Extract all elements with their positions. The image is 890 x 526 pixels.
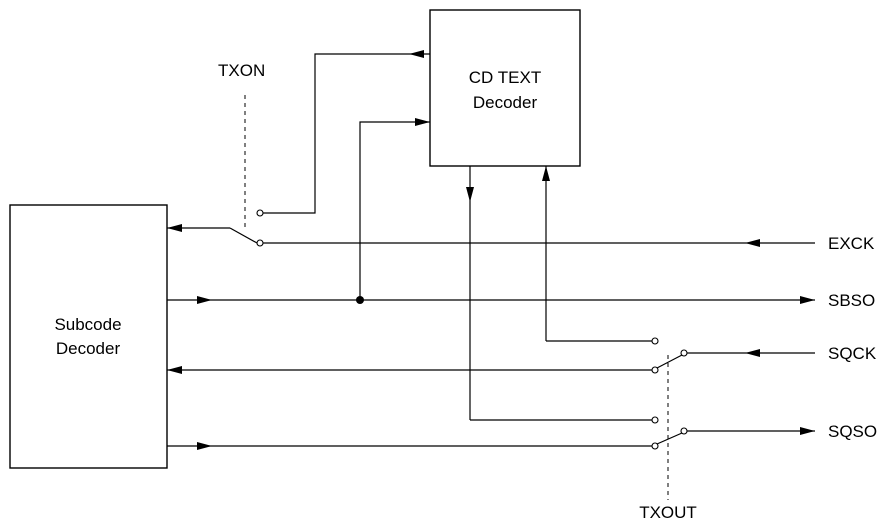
cdtext-to-switch1-wire [263, 53, 430, 214]
sbso-arrow-left [197, 296, 212, 304]
cdtext-input-arrow-bottom [415, 118, 430, 126]
cd-text-decoder-label-line2: Decoder [473, 93, 538, 112]
switch2-terminal-cdtext [651, 337, 659, 345]
cd-text-decoder-label-line1: CD TEXT [469, 68, 541, 87]
cdtext-clock-arrow [542, 166, 550, 181]
sbso-label: SBSO [828, 291, 875, 310]
sqso-label: SQSO [828, 422, 877, 441]
subcode-sqso-arrow [197, 442, 212, 450]
cd-text-decoder-block [429, 9, 581, 167]
cdtext-output-arrow [466, 187, 474, 202]
switch1-terminal-cdtext [256, 209, 264, 217]
switch1-blade [229, 227, 258, 244]
subcode-sqck-arrow [167, 366, 182, 374]
subcode-decoder-label-line2: Decoder [56, 339, 121, 358]
txon-label: TXON [218, 61, 265, 80]
exck-label: EXCK [828, 234, 875, 253]
sqck-label: SQCK [828, 344, 877, 363]
switch3-blade [656, 432, 683, 445]
subcode-decoder-block [9, 204, 168, 469]
switch2-blade [656, 354, 683, 369]
switch3-terminal-cdtext [651, 416, 659, 424]
txout-label: TXOUT [639, 503, 697, 522]
sbso-arrow-right [800, 296, 815, 304]
switch1-terminal-exck [256, 239, 264, 247]
switch1-output-arrow [167, 224, 182, 232]
sqso-arrow [800, 427, 815, 435]
exck-arrow [745, 239, 760, 247]
sbso-to-cdtext-wire [359, 121, 430, 300]
subcode-decoder-label-line1: Subcode [54, 315, 121, 334]
cdtext-input-arrow-top [409, 50, 424, 58]
sqck-arrow [745, 349, 760, 357]
